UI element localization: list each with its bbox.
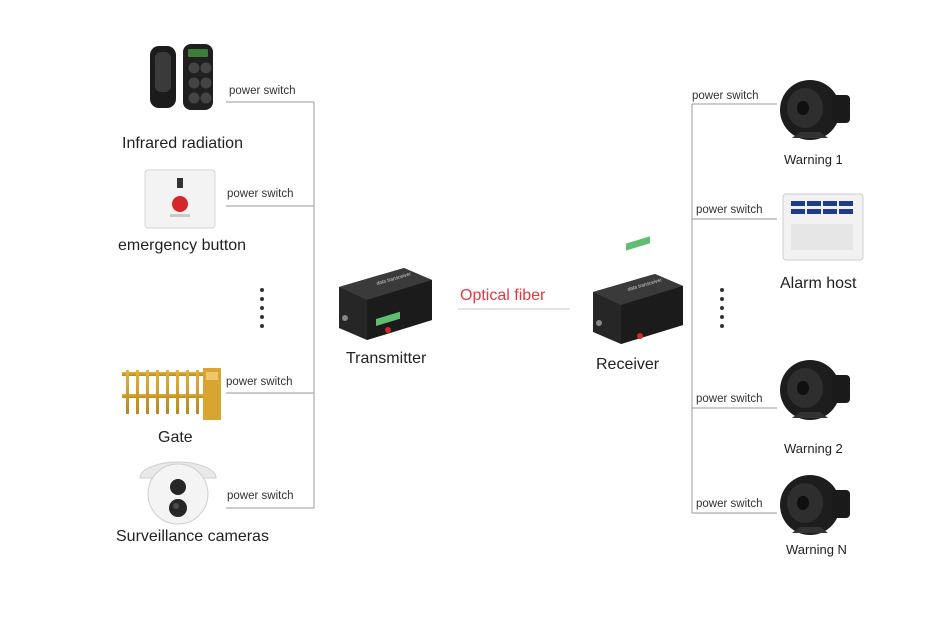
right-ellipsis-dots: [720, 288, 724, 328]
gate-barrier-icon: [122, 368, 221, 420]
infrared-detector-icon: [150, 44, 213, 110]
emergency-button-icon: [144, 169, 216, 229]
power-switch-label-emergency: power switch: [227, 188, 294, 200]
transmitter-label: Transmitter: [346, 350, 427, 367]
infrared-radiation-label: Infrared radiation: [122, 135, 243, 152]
warning-1-label: Warning 1: [784, 152, 843, 167]
power-switch-label-alarm-host: power switch: [696, 204, 763, 216]
power-switch-label-warning-1: power switch: [692, 90, 759, 102]
surveillance-camera-icon: [139, 461, 217, 525]
transmitter-device-icon: data transceiver: [339, 268, 432, 340]
power-switch-label-warning-n: power switch: [696, 498, 763, 510]
surveillance-cameras-label: Surveillance cameras: [116, 528, 269, 545]
warning-n-horn-icon: [780, 475, 850, 535]
power-switch-label-infrared: power switch: [229, 85, 296, 97]
alarm-host-label: Alarm host: [780, 275, 857, 292]
power-switch-label-warning-2: power switch: [696, 393, 763, 405]
right-connector-lines: [691, 103, 777, 514]
warning-1-horn-icon: [780, 80, 850, 140]
warning-2-horn-icon: [780, 360, 850, 420]
left-ellipsis-dots: [260, 288, 264, 328]
emergency-button-label: emergency button: [118, 237, 247, 254]
receiver-device-icon: data transceiver: [593, 236, 683, 344]
warning-n-label: Warning N: [786, 542, 847, 557]
receiver-label: Receiver: [596, 356, 660, 373]
left-connector-lines: [226, 101, 315, 509]
gate-label: Gate: [158, 429, 193, 446]
warning-2-label: Warning 2: [784, 441, 843, 456]
optical-fiber-label: Optical fiber: [460, 287, 546, 304]
alarm-host-icon: [782, 193, 864, 261]
power-switch-label-gate: power switch: [226, 376, 293, 388]
power-switch-label-camera: power switch: [227, 490, 294, 502]
